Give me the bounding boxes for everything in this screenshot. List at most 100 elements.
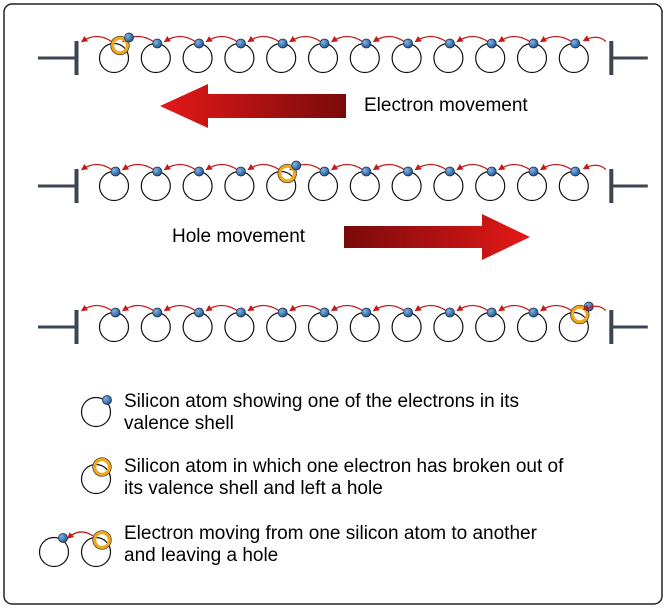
legend-item-move-text: Electron moving from one silicon atom to…: [124, 523, 537, 567]
left-terminal: [74, 169, 79, 203]
hole-movement-label: Hole movement: [172, 226, 306, 247]
hole-outline: [92, 457, 112, 477]
electron-move-arrow: [414, 35, 447, 43]
electron-move-arrow: [372, 35, 405, 43]
electron-move-arrow: [372, 304, 405, 312]
electron-icon: [403, 166, 413, 177]
left-terminal: [74, 310, 79, 344]
silicon-atom-icon: [80, 396, 112, 428]
legend-line: its valence shell and left a hole: [124, 478, 383, 499]
electron-icon: [528, 166, 539, 177]
electron-move-arrow: [498, 163, 530, 171]
electron-icon: [486, 38, 497, 49]
electron-move-arrow: [372, 163, 405, 171]
electron-move-arrow: [330, 35, 363, 43]
electron-icon: [444, 307, 455, 318]
hole-icon: [92, 457, 112, 477]
legend-item-hole-text: Silicon atom in which one electron has b…: [124, 456, 563, 500]
electron-move-arrow: [67, 531, 94, 539]
electron-move-arrow: [247, 304, 280, 312]
electron-move-arrow: [121, 304, 154, 312]
electron-move-arrow: [498, 304, 530, 312]
atom-rows: [38, 32, 648, 344]
electron-move-arrow: [539, 35, 572, 43]
terminal-arrow: [582, 163, 607, 170]
electron-icon: [570, 166, 581, 177]
terminal-arrow: [582, 35, 607, 42]
electron-move-arrow: [121, 163, 154, 171]
electron-move-arrow: [289, 304, 321, 312]
electron-icon: [194, 166, 204, 177]
electron-move-arrow: [205, 304, 238, 312]
hole-outline: [277, 163, 297, 184]
electron-icon: [277, 307, 288, 318]
legend-line: Silicon atom in which one electron has b…: [124, 456, 564, 477]
legend-item-electron-text: Silicon atom showing one of the electron…: [124, 391, 519, 435]
electron-move-arrow: [80, 304, 112, 312]
electron-icon: [486, 166, 497, 177]
electron-icon: [235, 166, 246, 177]
electron-move-arrow: [498, 35, 530, 43]
right-terminal: [609, 310, 614, 344]
terminal-arrow: [582, 304, 607, 311]
electron-move-arrow: [80, 35, 112, 43]
atom-row: [38, 32, 648, 75]
hole-outline: [570, 304, 590, 325]
electron-icon: [361, 166, 372, 177]
electron-icon: [444, 38, 455, 49]
electron-icon: [194, 38, 204, 49]
right-terminal: [609, 41, 614, 75]
legend: [38, 395, 112, 568]
atom-row: [38, 160, 648, 203]
hole-outline: [110, 35, 130, 56]
electron-move-arrow: [456, 35, 489, 43]
electron-move-arrow: [414, 304, 447, 312]
electron-icon: [152, 166, 163, 177]
electron-icon: [444, 166, 455, 177]
electron-icon: [403, 38, 413, 49]
legend-line: and leaving a hole: [124, 545, 279, 566]
left-terminal: [74, 41, 79, 75]
hole-icon: [277, 164, 297, 183]
electron-icon: [102, 395, 112, 405]
electron-icon: [319, 38, 330, 49]
hole-movement-arrow: [344, 214, 530, 260]
electron-icon: [319, 307, 330, 318]
electron-icon: [291, 160, 302, 171]
silicon-atom-icon: [38, 536, 70, 568]
electron-move-arrow: [247, 163, 280, 171]
electron-move-arrow: [539, 163, 572, 171]
diagram-border: [3, 3, 663, 605]
electron-icon: [152, 307, 163, 318]
electron-icon: [194, 307, 204, 318]
electron-icon: [528, 38, 539, 49]
electron-icon: [152, 38, 163, 49]
legend-line: valence shell: [124, 413, 234, 434]
atom-row: [38, 301, 648, 344]
electron-icon: [124, 32, 134, 43]
electron-move-arrow: [456, 163, 489, 171]
electron-move-arrow: [163, 35, 196, 43]
electron-move-arrow: [163, 163, 196, 171]
right-terminal: [609, 169, 614, 203]
electron-icon: [58, 533, 68, 543]
electron-move-arrow: [330, 304, 363, 312]
electron-icon: [570, 38, 581, 49]
electron-move-arrow: [205, 35, 238, 43]
electron-move-arrow: [456, 304, 489, 312]
electron-icon: [110, 166, 121, 177]
hole-icon: [110, 36, 130, 55]
electron-move-arrow: [205, 163, 238, 171]
electron-icon: [277, 38, 288, 49]
electron-icon: [528, 307, 539, 318]
electron-icon: [110, 307, 121, 318]
electron-icon: [486, 307, 497, 318]
electron-move-arrow: [80, 163, 112, 171]
electron-move-arrow: [163, 304, 196, 312]
electron-movement-label: Electron movement: [364, 95, 528, 116]
electron-move-arrow: [330, 163, 363, 171]
electron-icon: [403, 307, 413, 318]
hole-icon: [570, 305, 590, 324]
electron-move-arrow: [247, 35, 280, 43]
